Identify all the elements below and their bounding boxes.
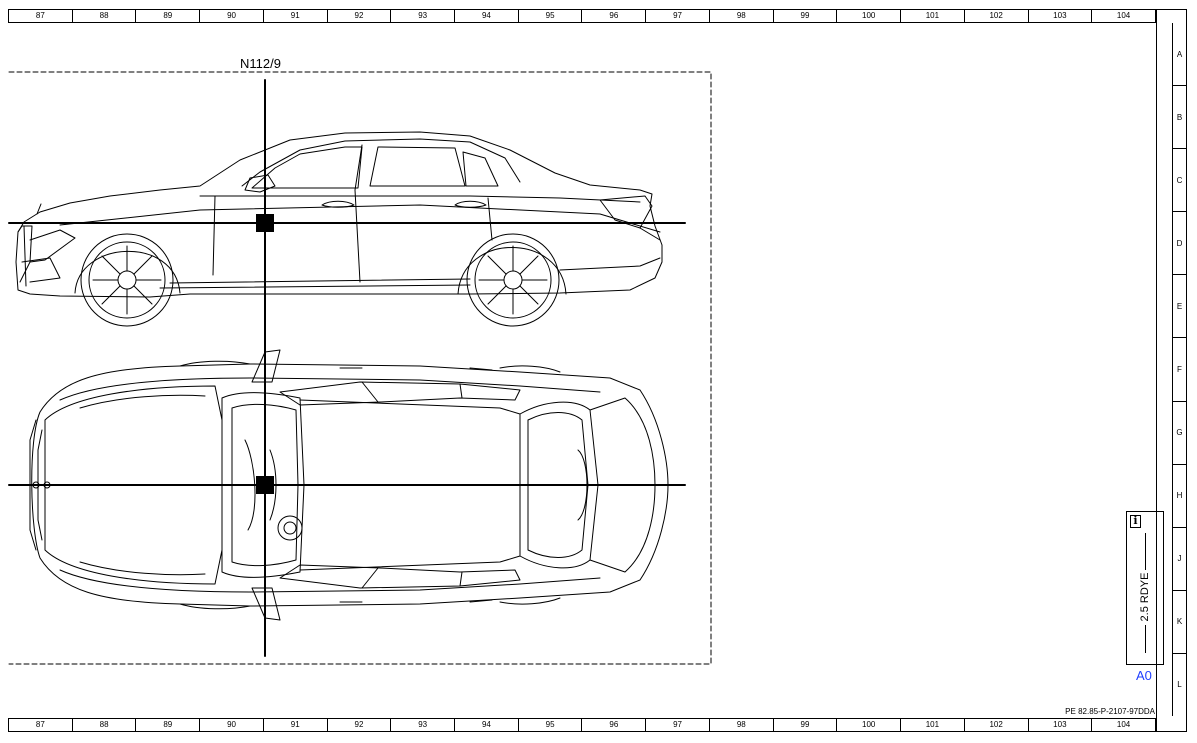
- component-marker-side: [256, 214, 274, 232]
- ruler-column-label: 91: [264, 10, 328, 22]
- ruler-column-label: 99: [774, 10, 838, 22]
- ruler-column-label: 99: [774, 719, 838, 731]
- ruler-column-label: 100: [837, 719, 902, 731]
- ruler-row-label: L: [1177, 680, 1182, 690]
- ruler-column-label: 97: [646, 719, 710, 731]
- ruler-column-label: 103: [1029, 10, 1093, 22]
- ruler-column-label: 96: [582, 719, 647, 731]
- component-label: N112/9: [240, 56, 281, 71]
- ruler-column-label: 93: [391, 10, 456, 22]
- wire-line: [1145, 533, 1146, 570]
- ruler-column-label: 95: [519, 10, 583, 22]
- ruler-column-label: 89: [136, 719, 201, 731]
- ruler-column-label: 101: [901, 719, 965, 731]
- ruler-row-label: D: [1173, 212, 1186, 276]
- frame-corner-top: [1156, 9, 1187, 23]
- ruler-column-label: 104: [1116, 11, 1131, 20]
- ruler-column-label: 98: [710, 10, 774, 22]
- sheet-size-label: A0: [1136, 668, 1152, 683]
- frame-corner-bottom: [1156, 716, 1187, 732]
- ruler-column-label: 96: [582, 10, 647, 22]
- ruler-row-label: B: [1173, 86, 1186, 150]
- ruler-row-label: A: [1173, 23, 1186, 87]
- ruler-row-label: J: [1173, 528, 1186, 591]
- ruler-column-label: 90: [200, 10, 264, 22]
- ruler-column-label: 91: [264, 719, 328, 731]
- ruler-column-label: 94: [455, 719, 519, 731]
- ruler-column-label: 89: [136, 10, 201, 22]
- ruler-column-label: 100: [837, 10, 902, 22]
- ruler-row-label: F: [1173, 338, 1186, 402]
- wire-spec-label: 2.5 RDYE: [1139, 572, 1151, 622]
- ruler-column-label: 102: [965, 719, 1029, 731]
- ruler-column-label: 104: [1116, 720, 1131, 729]
- frame-divider: [1156, 9, 1157, 732]
- ruler-column-label: 98: [710, 719, 774, 731]
- wire-line: [1145, 625, 1146, 653]
- document-reference: PE 82.85-P-2107-97DDA: [1065, 707, 1155, 716]
- ruler-column-label: 93: [391, 719, 456, 731]
- ruler-column-label: 95: [519, 719, 583, 731]
- ruler-column-label: 102: [965, 10, 1029, 22]
- ruler-column-label: 103: [1029, 719, 1093, 731]
- ruler-row-label: H: [1173, 465, 1186, 528]
- component-zone-boundary: [8, 71, 712, 665]
- ruler-column-label: 92: [328, 10, 392, 22]
- ruler-column-label: 92: [328, 719, 392, 731]
- ruler-column-label: 88: [73, 10, 137, 22]
- ruler-row-label: C: [1173, 149, 1186, 213]
- vehicle-side-view: [15, 131, 663, 327]
- info-icon[interactable]: i: [1130, 515, 1141, 528]
- ruler-column-label: 94: [455, 10, 519, 22]
- component-marker-top: [256, 476, 274, 494]
- ruler-row-label: K: [1173, 591, 1186, 654]
- ruler-column-label: 87: [9, 10, 73, 22]
- wire-info-box[interactable]: [1126, 511, 1164, 665]
- ruler-column-label: 101: [901, 10, 965, 22]
- ruler-column-label: 97: [646, 10, 710, 22]
- ruler-column-label: 90: [200, 719, 264, 731]
- ruler-column-label: 87: [9, 719, 73, 731]
- ruler-column-label: 88: [73, 719, 137, 731]
- ruler-row-label: G: [1173, 402, 1186, 465]
- locator-crosshair: [8, 79, 686, 657]
- ruler-row-label: E: [1173, 275, 1186, 339]
